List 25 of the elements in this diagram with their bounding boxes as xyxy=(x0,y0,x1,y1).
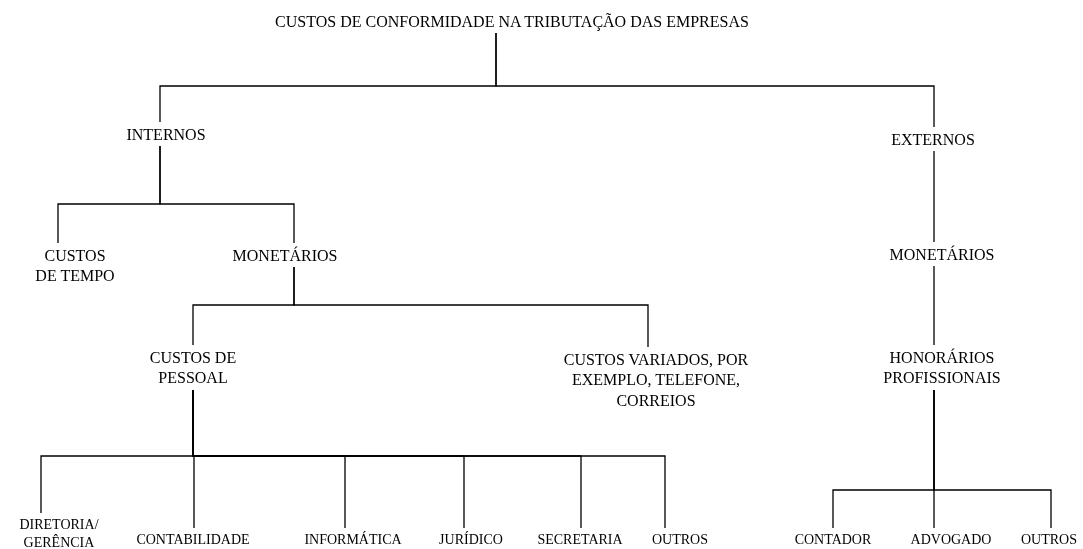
node-label: HONORÁRIOS PROFISSIONAIS xyxy=(882,347,1002,389)
connector-line xyxy=(933,389,1052,529)
node-label: CONTABILIDADE xyxy=(136,530,250,549)
node-label: CUSTOS DE PESSOAL xyxy=(148,347,238,389)
node-label: OUTROS xyxy=(652,530,708,549)
node-label: SECRETARIA xyxy=(537,530,623,549)
node-label: EXTERNOS xyxy=(891,129,975,150)
node-label: OUTROS xyxy=(1021,530,1077,549)
node-label: DIRETORIA/ GERÊNCIA xyxy=(18,515,100,549)
node-label: ADVOGADO xyxy=(910,530,992,549)
connector-line xyxy=(495,32,935,128)
connector-line xyxy=(192,389,666,529)
node-label: INTERNOS xyxy=(126,124,206,145)
node-label: CUSTOS DE CONFORMIDADE NA TRIBUTAÇÃO DAS EMPRESAS xyxy=(275,11,749,33)
node-label: MONETÁRIOS xyxy=(889,244,995,265)
node-label: MONETÁRIOS xyxy=(232,245,338,266)
connector-line xyxy=(159,145,295,244)
connector-line xyxy=(933,150,935,243)
connector-line xyxy=(293,266,649,348)
node-label: CUSTOS DE TEMPO xyxy=(34,245,116,287)
connector-line xyxy=(933,265,935,346)
node-label: CUSTOS VARIADOS, POR EXEMPLO, TELEFONE, CORREIOS xyxy=(562,349,750,412)
node-label: JURÍDICO xyxy=(439,530,503,549)
node-label: CONTADOR xyxy=(794,530,872,549)
node-label: INFORMÁTICA xyxy=(304,530,402,549)
